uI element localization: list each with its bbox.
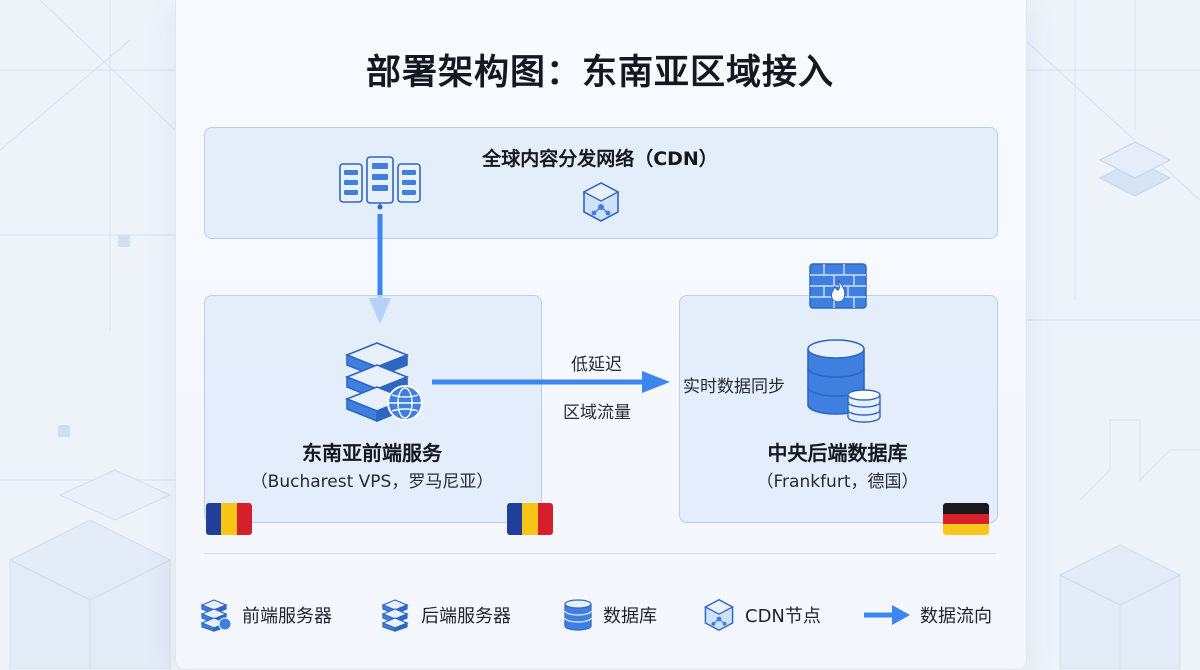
- cdn-label: 全球内容分发网络（CDN）: [482, 148, 718, 170]
- legend-item-frontend-server: 前端服务器: [200, 598, 332, 632]
- frontend-location: （Bucharest VPS，罗马尼亚）: [250, 472, 494, 492]
- sync-label: 实时数据同步: [683, 377, 785, 397]
- stack-decoration-icon: [1098, 141, 1172, 197]
- arrow-right-icon: [432, 371, 670, 393]
- legend-item-data-flow: 数据流向: [864, 598, 992, 632]
- legend-item-database: 数据库: [563, 598, 657, 632]
- frontend-name: 东南亚前端服务: [302, 441, 442, 465]
- database-icon: [564, 599, 592, 631]
- legend-item-cdn-node: CDN节点: [703, 598, 821, 632]
- server-rack-icon: [339, 156, 421, 210]
- frontend-server-globe-icon: [344, 342, 423, 423]
- romania-flag-icon: [206, 503, 252, 535]
- legend-label: 数据流向: [920, 606, 992, 627]
- legend-label: 前端服务器: [242, 606, 332, 627]
- legend-label: CDN节点: [745, 606, 821, 627]
- backend-name: 中央后端数据库: [767, 441, 908, 465]
- page-title: 部署架构图：东南亚区域接入: [365, 53, 834, 93]
- database-icon: [807, 339, 881, 423]
- frontend-server-icon: [200, 599, 232, 632]
- backend-server-icon: [381, 599, 409, 632]
- backend-location: （Frankfurt，德国）: [756, 472, 919, 492]
- legend-item-backend-server: 后端服务器: [381, 598, 511, 632]
- firewall-icon: [809, 263, 867, 309]
- legend-divider: [204, 553, 996, 554]
- legend-label: 后端服务器: [421, 606, 511, 627]
- connection-label-traffic: 区域流量: [563, 403, 631, 423]
- cdn-node-icon: [582, 182, 620, 222]
- connection-label-latency: 低延迟: [571, 355, 622, 375]
- romania-flag-icon: [507, 503, 553, 535]
- germany-flag-icon: [943, 503, 989, 535]
- legend-label: 数据库: [603, 606, 657, 627]
- cdn-node-icon: [704, 598, 734, 632]
- arrow-right-icon: [864, 605, 910, 625]
